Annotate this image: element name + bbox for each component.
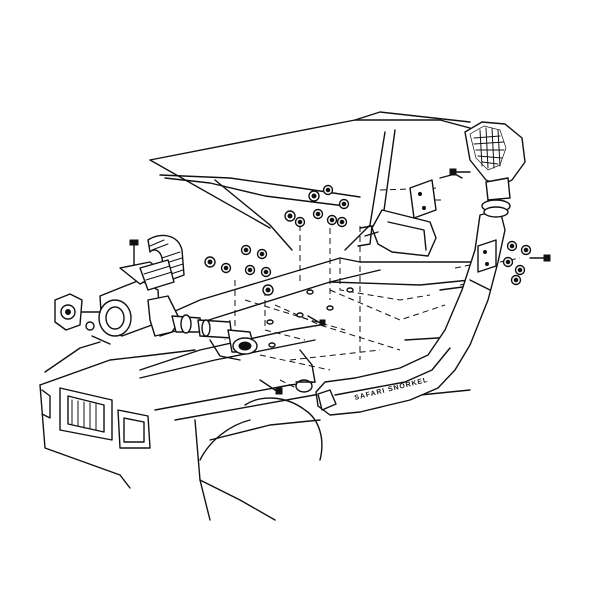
- bolt-icon: [129, 168, 551, 395]
- wing-mirror: [357, 209, 437, 257]
- lower-inlet-clamp: [295, 379, 337, 411]
- hose-clamp-icon: [147, 295, 258, 361]
- windscreen-frame: [149, 111, 471, 251]
- fender-holes: [266, 287, 354, 348]
- snorkel-head-icon: [464, 121, 526, 218]
- nut-icon: [204, 184, 532, 296]
- headlight: [41, 387, 151, 449]
- wheel-arch: [199, 397, 323, 461]
- snorkel-body: SAFARI SNORKEL: [315, 209, 506, 416]
- corrugated-hose: [139, 234, 185, 291]
- air-cleaner-icon: [54, 261, 163, 345]
- mirror-bracket: [409, 173, 463, 219]
